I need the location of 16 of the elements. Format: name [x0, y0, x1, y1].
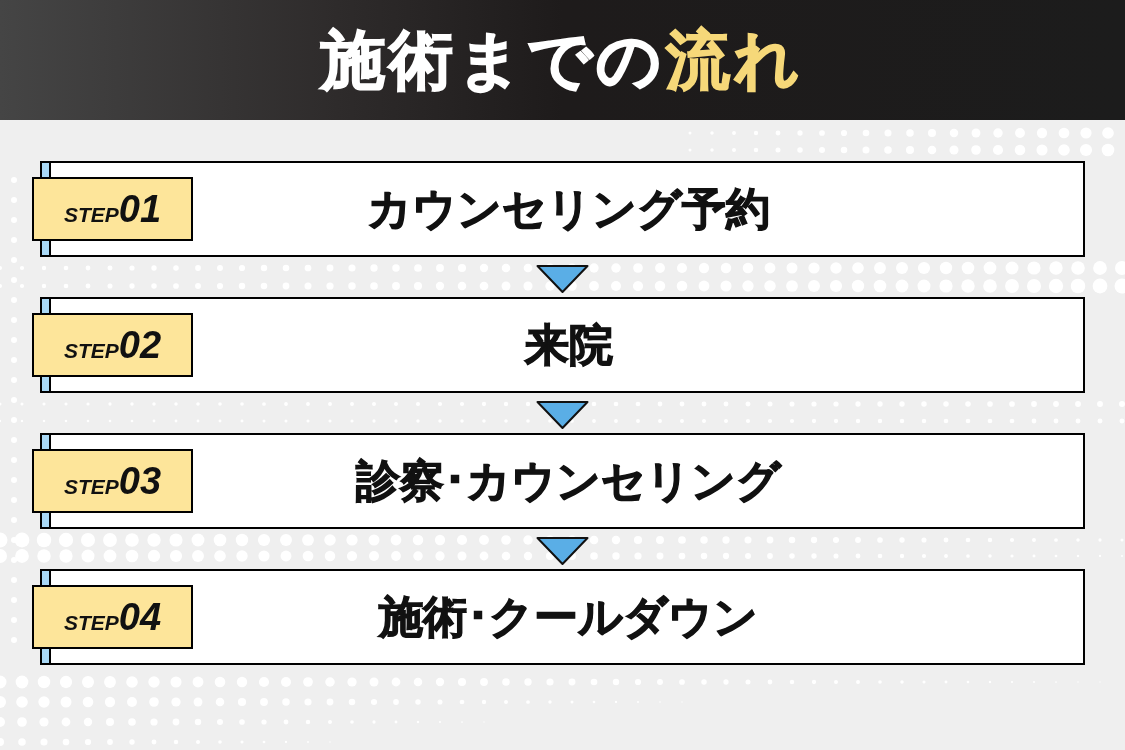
down-arrow-triangle	[536, 401, 589, 429]
step-box	[40, 161, 1085, 257]
step-number-label: STEP04	[63, 598, 162, 636]
step-title: 来院	[523, 323, 613, 367]
step-title: 診察･カウンセリング	[355, 459, 781, 503]
down-arrow-triangle	[536, 265, 589, 293]
step-number-label: STEP02	[63, 326, 162, 364]
step-number-label: STEP01	[63, 190, 162, 228]
down-arrow-triangle	[536, 537, 589, 565]
step-box	[40, 569, 1085, 665]
step-box	[40, 297, 1085, 393]
step-title: 施術･クールダウン	[377, 595, 758, 639]
step-box	[40, 433, 1085, 529]
step-title: カウンセリング予約	[366, 187, 770, 231]
step-number-label: STEP03	[63, 462, 162, 500]
diagram-title: 施術までの流れ	[321, 28, 804, 92]
